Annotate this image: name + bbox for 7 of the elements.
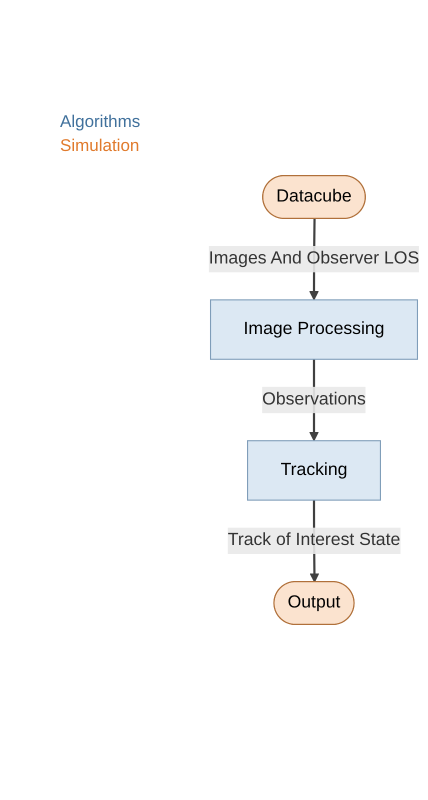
node-box: Image Processing xyxy=(210,299,418,360)
legend-entry: Algorithms xyxy=(60,111,140,133)
edge-label: Track of Interest State xyxy=(228,530,400,550)
legend-entry: Simulation xyxy=(60,135,140,157)
edge-label: Images And Observer LOS xyxy=(208,249,420,268)
edge-label: Observations xyxy=(262,390,366,409)
node-box: Tracking xyxy=(247,440,381,501)
